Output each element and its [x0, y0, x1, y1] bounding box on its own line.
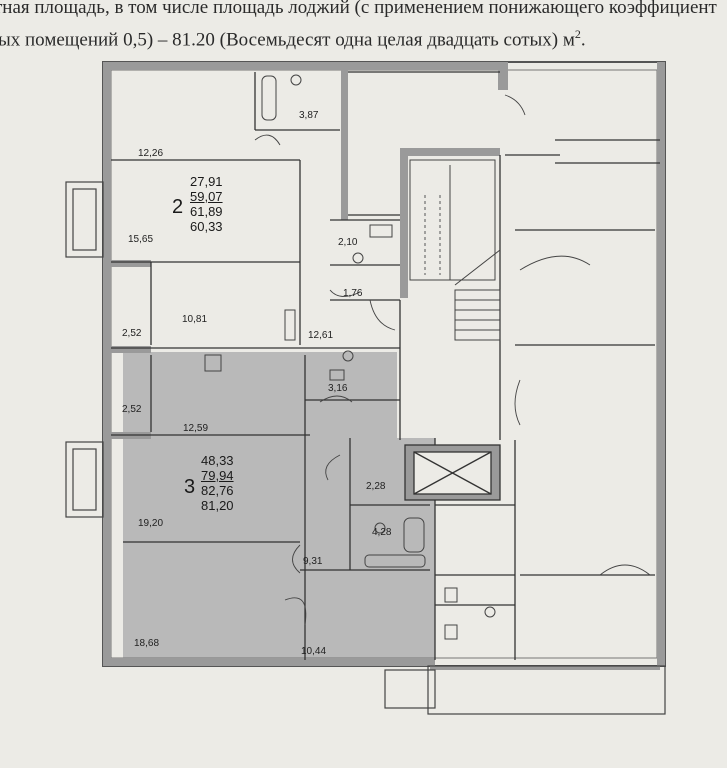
- room-area-label: 10,81: [182, 314, 208, 325]
- header-line-2: ых помещений 0,5) – 81.20 (Восемьдесят о…: [0, 27, 586, 51]
- room-area-label: 3,16: [328, 383, 348, 394]
- room-area-label: 15,65: [128, 234, 154, 245]
- apartment-3-areas: 48,33 79,94 82,76 81,20: [201, 453, 234, 513]
- apartment-2-areas: 27,91 59,07 61,89 60,33: [190, 174, 223, 234]
- apartment-3-area-with-loggia: 82,76: [201, 483, 234, 498]
- room-area-label: 18,68: [134, 638, 160, 649]
- room-area-label: 4,28: [372, 527, 392, 538]
- elevator-shaft: [404, 444, 501, 501]
- stair-arrows: [424, 195, 441, 275]
- door-swings: [254, 94, 651, 626]
- apartment-3-total-area: 79,94: [201, 468, 234, 483]
- header-line-1: тная площадь, в том числе площадь лоджий…: [0, 0, 717, 18]
- room-area-label: 2,10: [338, 237, 358, 248]
- apartment-2-living-area: 27,91: [190, 174, 223, 189]
- room-area-label: 12,61: [308, 330, 334, 341]
- staircase: [409, 159, 501, 341]
- apartment-3-highlight: [123, 352, 435, 660]
- room-area-label: 2,28: [366, 481, 386, 492]
- room-area-label: 12,59: [183, 423, 209, 434]
- apartment-2-area-reduced: 60,33: [190, 219, 223, 234]
- apartment-3-living-area: 48,33: [201, 453, 234, 468]
- room-area-label: 19,20: [138, 518, 164, 529]
- room-area-label: 9,31: [303, 556, 323, 567]
- apartment-3-number: 3: [184, 476, 196, 498]
- room-area-label: 10,44: [301, 646, 327, 657]
- apartment-3-area-reduced: 81,20: [201, 498, 234, 513]
- room-area-label: 2,52: [122, 404, 142, 415]
- bath-fixtures: [204, 74, 496, 640]
- room-area-label: 2,52: [122, 328, 142, 339]
- room-area-label: 3,87: [299, 110, 319, 121]
- balconies: [65, 181, 666, 715]
- room-area-label: 1,76: [343, 288, 363, 299]
- apartment-2-area-with-loggia: 61,89: [190, 204, 223, 219]
- room-area-label: 12,26: [138, 148, 164, 159]
- apartment-2-number: 2: [172, 196, 184, 218]
- apartment-2-total-area: 59,07: [190, 189, 223, 204]
- document-header: тная площадь, в том числе площадь лоджий…: [0, 0, 727, 53]
